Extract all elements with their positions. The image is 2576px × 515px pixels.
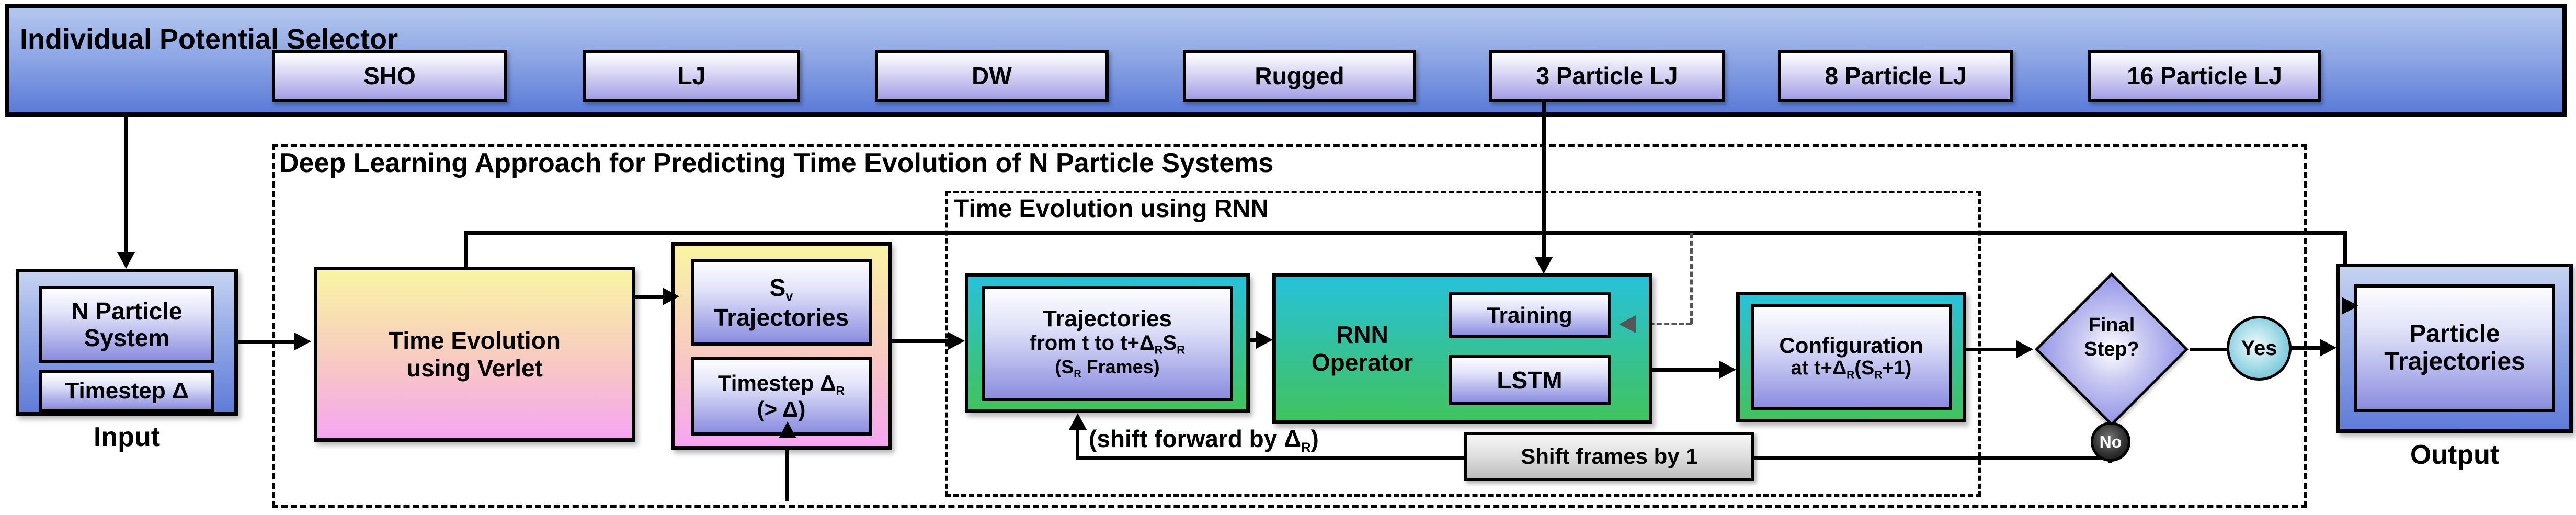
no-circle: No [2091, 422, 2130, 462]
shift-forward-caption: (shift forward by ΔR) [1089, 425, 1319, 455]
configuration-box: Configuration at t+ΔR(SR+1) [1736, 292, 1966, 422]
sv-trajectories-label: Trajectories [713, 303, 849, 331]
connector-yes-to-output [2290, 346, 2322, 350]
rnn-operator-label: RNN Operator [1276, 321, 1449, 376]
no-label: No [2099, 432, 2122, 451]
arrowhead-into-trajectories [948, 332, 965, 350]
rnn-evolution-frame [945, 191, 1981, 497]
potential-button-16-particle-lj[interactable]: 16 Particle LJ [2088, 50, 2321, 102]
configuration-line1: Configuration [1779, 333, 1923, 358]
potential-button-sho[interactable]: SHO [272, 50, 507, 102]
configuration-line2: at t+ΔR(SR+1) [1791, 357, 1912, 381]
arrowhead-into-verlet [294, 333, 311, 350]
arrowhead-into-timestep [779, 421, 796, 438]
connector-feedback-riser [1076, 428, 1079, 458]
potential-button-8-particle-lj[interactable]: 8 Particle LJ [1778, 50, 2013, 102]
connector-sv-to-trajectories [892, 339, 950, 343]
arrowhead-bypass-into-output [2342, 297, 2358, 315]
connector-verlet-riser [464, 233, 468, 268]
deep-learning-frame [272, 144, 2307, 508]
arrowhead-feedback-into-trajectories [1069, 413, 1087, 430]
final-step-line2: Step? [2084, 338, 2139, 360]
potential-button-rugged[interactable]: Rugged [1183, 50, 1416, 102]
lstm-box: LSTM [1449, 355, 1611, 405]
rnn-operator-line2: Operator [1311, 349, 1414, 376]
timestep-box: Timestep Δ [39, 370, 214, 412]
connector-top-bypass-line [464, 231, 2347, 235]
arrowhead-into-input [117, 252, 135, 269]
output-label: Output [2410, 440, 2500, 470]
timestep-r-label: Timestep ΔR [717, 370, 845, 397]
connector-dashed-training-drop [1690, 233, 1693, 324]
connector-dashed-training-line [1634, 323, 1692, 325]
trajectory-window-box: Trajectories from t to t+ΔRSR (SR Frames… [965, 273, 1250, 413]
verlet-line2: using Verlet [406, 354, 543, 382]
potential-button-dw[interactable]: DW [875, 50, 1109, 102]
n-particle-system-box: N Particle System [39, 286, 214, 363]
connector-trajectories-to-rnn [1250, 338, 1258, 342]
final-step-text: Final Step? [2059, 314, 2164, 361]
connector-selector-to-training [1542, 101, 1546, 259]
arrowhead-into-training [1619, 315, 1636, 333]
verlet-box: Time Evolution using Verlet [314, 267, 635, 442]
connector-verlet-to-sv [635, 295, 665, 299]
potential-selector-title: Individual Potential Selector [20, 24, 398, 55]
input-label: Input [93, 422, 161, 452]
connector-selector-to-input [124, 117, 128, 254]
potential-button-3-particle-lj[interactable]: 3 Particle LJ [1489, 50, 1725, 102]
connector-decision-to-yes [2190, 348, 2229, 351]
particle-trajectories-box: Particle Trajectories [2354, 284, 2555, 412]
arrowhead-into-rnn [1256, 331, 1273, 349]
yes-circle: Yes [2227, 316, 2292, 381]
particle-trajectories-line2: Trajectories [2384, 348, 2525, 375]
arrowhead-into-configuration [1719, 361, 1736, 379]
timestep-r-constraint: (> Δ) [757, 397, 806, 422]
trajectory-window-line1: Trajectories [1042, 306, 1172, 332]
trajectory-window-line3: (SR Frames) [1055, 356, 1160, 380]
sv-trajectories-box: Sv Trajectories [691, 259, 872, 346]
rnn-operator-line1: RNN [1336, 321, 1388, 349]
n-particle-line2: System [84, 324, 170, 351]
input-group-box: N Particle System Timestep Δ [16, 269, 238, 416]
training-label: Training [1487, 302, 1572, 327]
verlet-line1: Time Evolution [389, 326, 561, 354]
training-box: Training [1449, 292, 1611, 338]
shift-frames-box: Shift frames by 1 [1464, 432, 1754, 481]
potential-button-lj[interactable]: LJ [583, 50, 800, 102]
shift-frames-label: Shift frames by 1 [1521, 444, 1698, 468]
connector-input-to-verlet [238, 340, 297, 344]
timestep-label: Timestep Δ [65, 377, 189, 404]
n-particle-line1: N Particle [71, 297, 183, 325]
yes-label: Yes [2241, 336, 2277, 360]
lstm-label: LSTM [1497, 366, 1563, 394]
trajectory-window-inner: Trajectories from t to t+ΔRSR (SR Frames… [982, 285, 1233, 401]
sv-symbol: Sv [769, 273, 793, 304]
particle-trajectories-line1: Particle [2409, 320, 2500, 348]
rnn-sub-boxes: Training LSTM [1449, 292, 1611, 405]
connector-rnn-to-configuration [1652, 368, 1722, 372]
arrowhead-into-rnn-top [1535, 257, 1553, 274]
rnn-evolution-frame-title: Time Evolution using RNN [954, 195, 1269, 223]
connector-configuration-to-decision [1965, 348, 2019, 351]
sv-stack-box: Sv Trajectories Timestep ΔR (> Δ) [671, 242, 892, 450]
configuration-inner: Configuration at t+ΔR(SR+1) [1750, 304, 1952, 410]
output-group-box: Particle Trajectories [2336, 264, 2573, 433]
deep-learning-frame-title: Deep Learning Approach for Predicting Ti… [279, 148, 1274, 178]
arrowhead-into-output [2320, 339, 2336, 357]
arrowhead-into-sv [663, 288, 679, 305]
final-step-line1: Final [2088, 314, 2135, 336]
connector-timestep-stub [785, 437, 789, 501]
trajectory-window-line2: from t to t+ΔRSR [1029, 331, 1186, 357]
arrowhead-into-decision [2016, 340, 2033, 358]
rnn-operator-box: RNN Operator Training LSTM [1272, 273, 1652, 424]
